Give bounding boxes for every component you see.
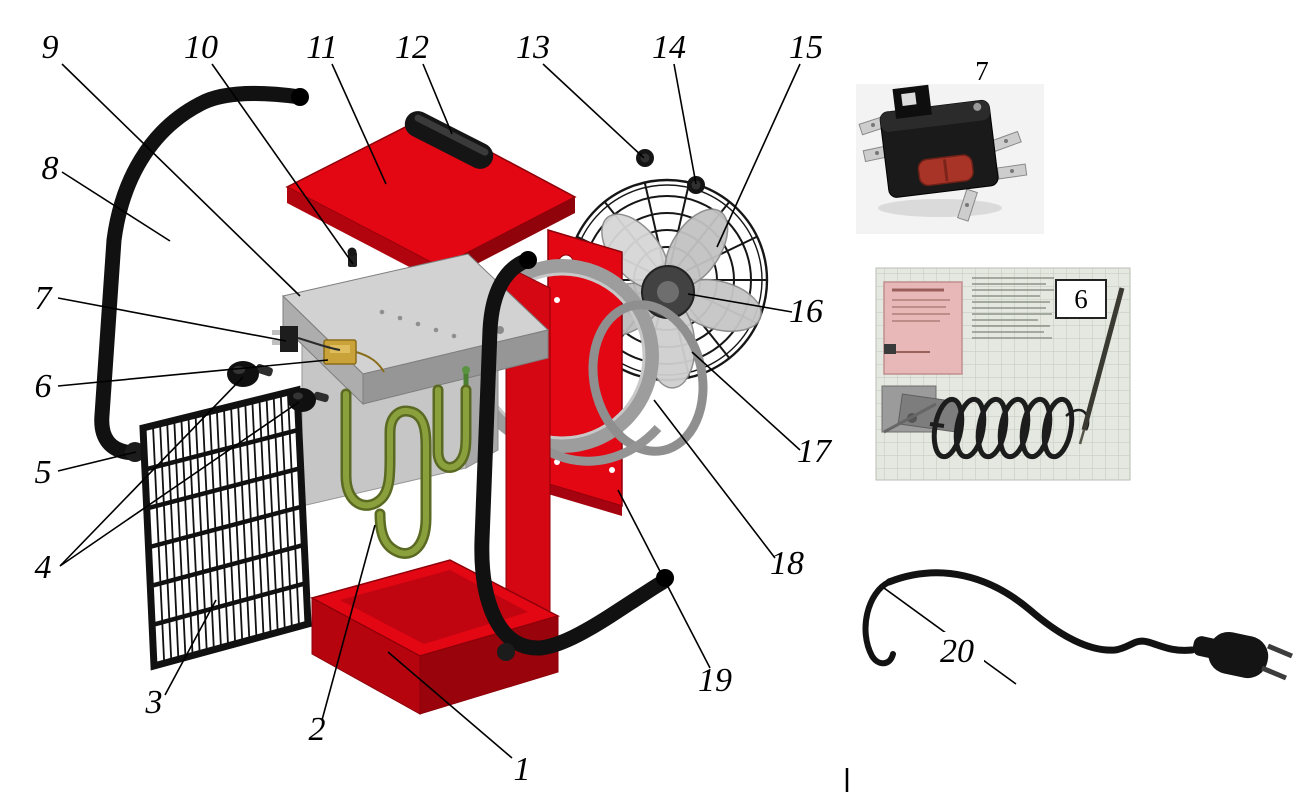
power-cord-drawing (862, 569, 1293, 681)
rear-panel-edge (548, 484, 622, 516)
callout-label-13: 13 (516, 29, 550, 66)
leader-5 (57, 451, 137, 472)
top-cover-front-edge (287, 187, 440, 283)
leader-9 (61, 63, 301, 297)
callout-label-17: 17 (797, 433, 833, 470)
callout-label-12: 12 (395, 29, 429, 66)
nut-hole (691, 180, 701, 190)
wire (152, 543, 303, 588)
callout-label-15: 15 (789, 29, 823, 66)
leader-3 (164, 599, 217, 696)
thermal-cutout-stem (347, 247, 357, 267)
label-20-backing (930, 632, 984, 668)
inlet-grille (139, 385, 312, 671)
thermostat-photo (875, 267, 1131, 481)
wire (147, 428, 298, 472)
leader-10 (211, 63, 354, 265)
pen (1078, 287, 1125, 445)
heating-element (340, 384, 472, 559)
capillary-coil (929, 396, 1090, 460)
leader-6 (57, 359, 329, 387)
thermostat-number-box (1055, 279, 1107, 319)
inset-label-cord: 20 (940, 633, 974, 670)
leader-8 (61, 171, 171, 242)
leader-18 (653, 399, 776, 559)
leader-13 (542, 63, 645, 159)
callout-label-16: 16 (789, 293, 823, 330)
callout-label-7: 7 (35, 280, 54, 317)
wire (154, 581, 305, 627)
wire (149, 466, 300, 510)
panel-hole (609, 467, 615, 473)
inlet-grille-bars (147, 393, 305, 662)
fan-hub-cap (657, 281, 679, 303)
control-knob (227, 361, 273, 387)
photo-caption-lines (972, 277, 1054, 339)
handle-end-cap (656, 569, 674, 587)
callout-label-11: 11 (306, 29, 337, 66)
callout-label-9: 9 (42, 29, 59, 66)
callout-label-3: 3 (145, 684, 163, 721)
panel-hole (554, 297, 560, 303)
wiring (297, 337, 341, 351)
callout-label-14: 14 (652, 29, 686, 66)
leader-15 (716, 63, 801, 248)
leader-1 (387, 651, 513, 759)
nut-hole (640, 153, 650, 163)
plug (1192, 631, 1269, 679)
handle-foot (497, 643, 515, 661)
callout-leader-lines (57, 63, 1017, 759)
callout-label-2: 2 (309, 711, 326, 748)
right-carry-handle (474, 251, 674, 661)
handle-end-cap (519, 251, 537, 269)
callout-label-1: 1 (514, 751, 531, 788)
leader-4a (59, 376, 244, 567)
leader-17 (691, 351, 801, 451)
handle-end-cap (291, 88, 309, 106)
leader-2 (321, 524, 376, 721)
callout-label-8: 8 (42, 150, 59, 187)
cord-free-end (862, 579, 896, 667)
plug-pin (1267, 643, 1293, 659)
control-knob (288, 388, 329, 412)
rotary-switch-photo (856, 84, 1044, 234)
leader-7 (57, 297, 287, 342)
cord (885, 569, 1196, 654)
plug-pin (1261, 665, 1287, 681)
leader-11 (331, 63, 387, 185)
inset-label-switch: 7 (975, 56, 989, 86)
control-plate (272, 247, 550, 406)
callout-label-5: 5 (35, 454, 52, 491)
inset-label-thermostat: 6 (1074, 284, 1088, 314)
wire (150, 504, 302, 549)
motor-bracket-ring (588, 300, 708, 456)
leader-12 (422, 63, 453, 135)
callout-labels: 1 2 3 4 5 6 7 8 9 10 11 12 13 14 15 16 1… (35, 29, 834, 788)
cover-grip-highlight (414, 114, 489, 156)
leader-19 (617, 489, 711, 669)
leader-4b (59, 401, 300, 567)
callout-label-6: 6 (35, 368, 52, 405)
callout-label-19: 19 (698, 662, 732, 699)
leader-14 (673, 63, 697, 185)
callout-label-18: 18 (770, 545, 804, 582)
leader-16 (687, 293, 793, 313)
rotary-switch (272, 326, 298, 352)
switch-body (879, 84, 999, 198)
thermostat-box (883, 281, 963, 375)
callout-label-10: 10 (184, 29, 218, 66)
callout-label-4: 4 (35, 549, 52, 586)
